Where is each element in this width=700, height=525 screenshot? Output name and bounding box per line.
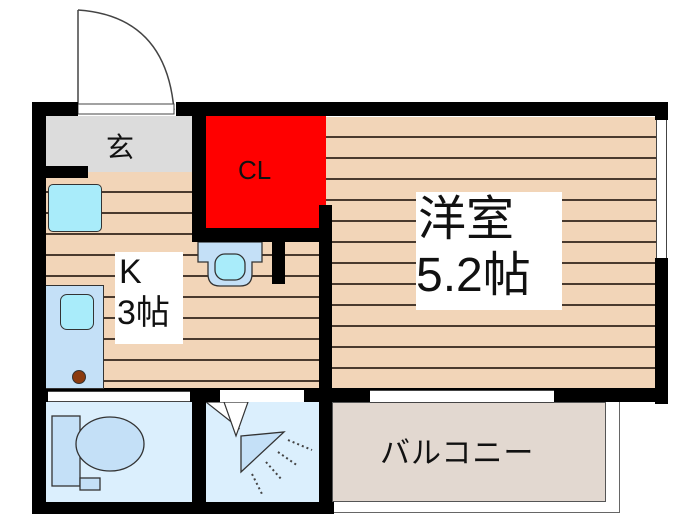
wall-right-lower <box>655 258 668 404</box>
balcony-label: バルコニー <box>380 437 535 470</box>
kitchen-sink-icon <box>60 294 94 330</box>
wall-wet-divider <box>192 388 206 514</box>
east-window[interactable] <box>656 120 667 258</box>
balcony-area <box>332 402 606 502</box>
shower-icon <box>206 402 313 495</box>
closet-label: CL <box>238 155 272 185</box>
wall-closet-bottom <box>192 228 332 242</box>
shower-door[interactable] <box>220 390 304 402</box>
washbasin-icon <box>197 242 263 287</box>
wall-closet-left <box>192 102 206 240</box>
entrance-door-icon[interactable] <box>76 8 180 118</box>
kitchen-label-room: K <box>119 253 142 291</box>
western-room-label: 洋室 5.2帖 <box>416 192 562 310</box>
western-room-floor <box>326 117 656 393</box>
toilet-icon <box>51 415 145 491</box>
wall-stub-closet <box>272 240 285 284</box>
western-room-label-size: 5.2帖 <box>416 249 531 302</box>
balcony-window[interactable] <box>370 390 554 403</box>
wall-partition-center <box>319 205 332 514</box>
fridge-icon <box>48 184 102 232</box>
entrance-floor <box>46 116 192 172</box>
western-room-label-name: 洋室 <box>418 193 515 246</box>
kitchen-sliding-door[interactable] <box>48 391 190 402</box>
wall-bottom <box>32 502 334 514</box>
wall-top-right <box>176 102 668 116</box>
wall-left <box>32 102 46 514</box>
stove-burner-icon <box>72 370 86 384</box>
entrance-label: 玄 <box>106 132 135 163</box>
wall-right-top <box>655 102 668 120</box>
closet[interactable] <box>206 116 326 230</box>
wall-stub-entrance <box>46 166 88 178</box>
kitchen-label: K 3帖 <box>115 252 183 344</box>
kitchen-label-size: 3帖 <box>117 294 170 332</box>
